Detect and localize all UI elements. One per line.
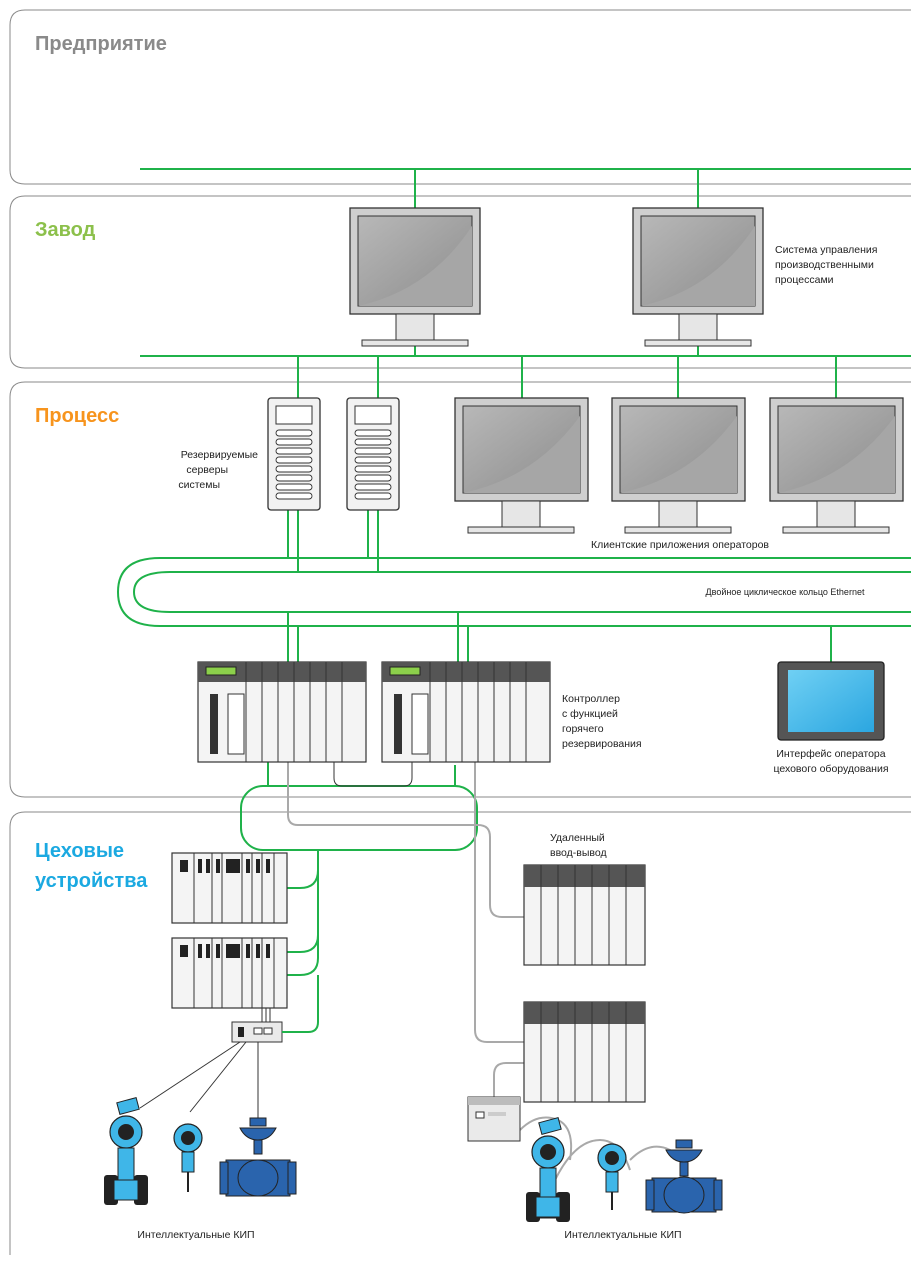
remote-io-label-line2: ввод-вывод xyxy=(550,847,607,859)
zone-frame-enterprise xyxy=(9,9,911,185)
hot-standby-link xyxy=(333,762,413,787)
field-io-module-1 xyxy=(171,852,288,924)
hmi-label-line1: Интерфейс оператора xyxy=(776,748,885,760)
server-1 xyxy=(267,397,321,511)
flowmeter-left xyxy=(104,1097,148,1205)
remote-io-rack-2 xyxy=(523,1001,646,1103)
junction-to-instruments xyxy=(139,1041,259,1118)
junction-green-link xyxy=(282,975,319,1033)
mes-workstation-2 xyxy=(632,207,764,347)
controller-label-line2: с функцией xyxy=(562,708,618,720)
control-valve-right xyxy=(645,1139,723,1214)
zone-frame-field xyxy=(9,811,911,1255)
controller-label-line3: горячего xyxy=(562,723,604,735)
junction-box xyxy=(231,1021,283,1043)
ring-label: Двойное циклическое кольцо Ethernet xyxy=(706,587,865,597)
flowmeter-right xyxy=(526,1117,570,1222)
zone-title-process: Процесс xyxy=(35,405,119,427)
controller-primary xyxy=(197,661,367,763)
control-valve-left xyxy=(219,1117,297,1197)
servers-label-line2: серверы xyxy=(186,464,228,476)
ethernet-network xyxy=(116,168,911,976)
zone-title-field-line1: Цеховые xyxy=(35,840,124,862)
server-2 xyxy=(346,397,400,511)
mes-label-line2: производственными xyxy=(775,259,874,271)
field-io-module-2 xyxy=(171,937,288,1009)
smart-instruments-left-label: Интеллектуальные КИП xyxy=(137,1229,254,1241)
zone-frames xyxy=(9,9,911,1255)
mes-label-line3: процессами xyxy=(775,274,834,286)
zone-title-field-line2: устройства xyxy=(35,870,148,892)
zone-title-enterprise: Предприятие xyxy=(35,33,167,55)
zone-title-plant: Завод xyxy=(35,219,96,241)
controller-secondary xyxy=(381,661,551,763)
zone-frame-plant xyxy=(9,195,911,369)
controller-label-line1: Контроллер xyxy=(562,693,620,705)
remote-io-rack-1 xyxy=(523,864,646,966)
operator-client-3 xyxy=(769,397,904,534)
pressure-transmitter-left xyxy=(173,1123,203,1192)
operator-client-1 xyxy=(454,397,589,534)
hart-multiplexer xyxy=(467,1096,521,1142)
operator-clients-label: Клиентские приложения операторов xyxy=(591,539,769,551)
servers-label-line3: системы xyxy=(178,479,220,491)
mes-workstation-1 xyxy=(349,207,481,347)
io-to-junction-lines xyxy=(261,1008,271,1022)
hmi-label-line2: цехового оборудования xyxy=(773,763,888,775)
hmi-panel xyxy=(777,661,885,741)
smart-instruments-right-label: Интеллектуальные КИП xyxy=(564,1229,681,1241)
pressure-transmitter-right xyxy=(597,1143,627,1210)
remote-io-label-line1: Удаленный xyxy=(550,832,605,844)
zone-frame-process xyxy=(9,381,911,798)
operator-client-2 xyxy=(611,397,746,534)
mes-label-line1: Система управления xyxy=(775,244,877,256)
controller-label-line4: резервирования xyxy=(562,738,642,750)
servers-label-line1: Резервируемые xyxy=(181,449,258,461)
